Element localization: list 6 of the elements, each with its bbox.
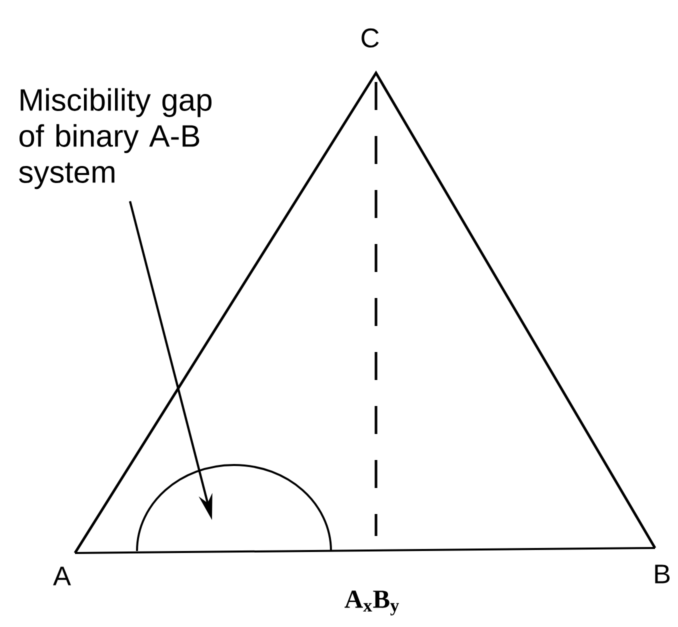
vertex-label: A [53,566,71,586]
vertex-label: C [362,28,379,48]
compound-label: A$_{x}$B$_{y}$ [344,590,399,616]
miscibility-dome [136,464,332,552]
annotation-text: Miscibility gap of binary A-B system [19,88,212,190]
vertex-label: B [655,564,670,584]
